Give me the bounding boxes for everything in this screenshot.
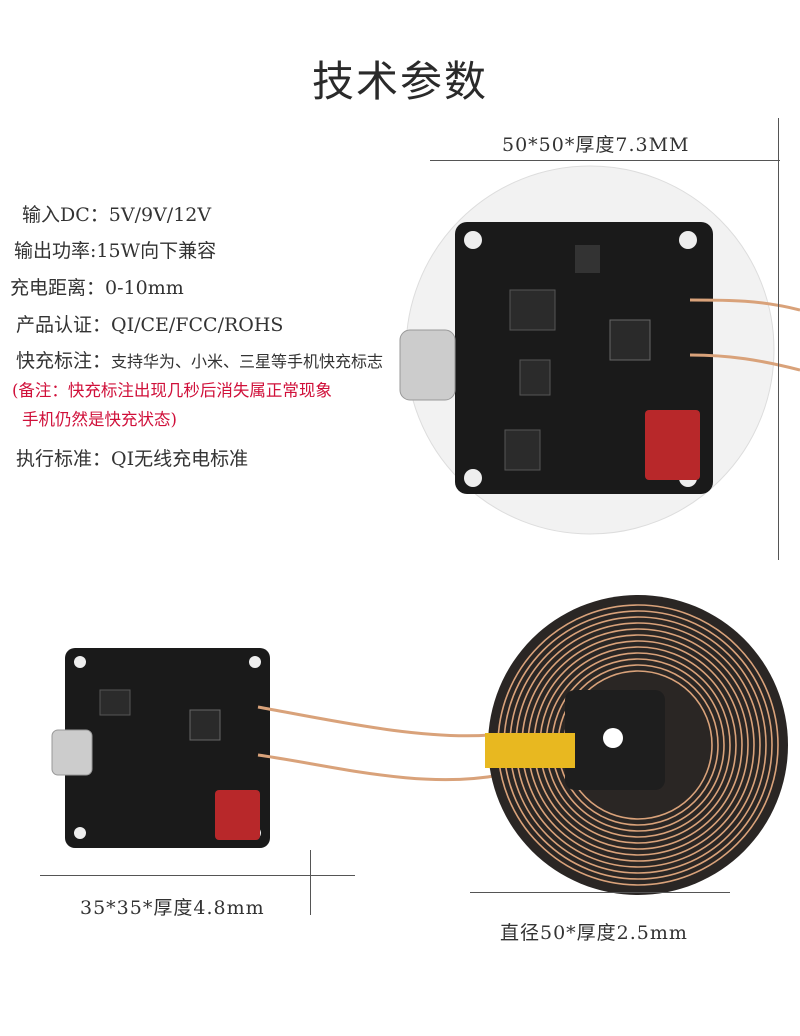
spec-certification: 产品认证：QI/CE/FCC/ROHS	[16, 310, 283, 337]
dimension-line	[430, 160, 780, 161]
kapton-tape	[485, 733, 575, 768]
spec-label: 输入DC：	[22, 204, 109, 226]
dimension-bottom-pcb: 35*35*厚度4.8mm	[80, 897, 265, 919]
spec-value: 0-10mm	[105, 277, 184, 299]
spec-output: 输出功率:15W向下兼容	[14, 236, 216, 263]
spec-label: 输出功率:	[14, 240, 97, 262]
page-title: 技术参数	[311, 57, 488, 106]
spec-label: 执行标准：	[16, 448, 112, 470]
spec-label: 快充标注：	[16, 350, 112, 372]
dimension-line	[310, 850, 311, 915]
spec-value: 5V/9V/12V	[108, 204, 212, 226]
spec-fast-charge: 快充标注：支持华为、小米、三星等手机快充标志	[16, 346, 496, 373]
note-line-1: (备注：快充标注出现几秒后消失属正常现象	[12, 381, 332, 400]
spec-standard: 执行标准：QI无线充电标准	[16, 444, 248, 471]
spec-value: 15W向下兼容	[96, 240, 217, 262]
spec-input: 输入DC：5V/9V/12V	[22, 200, 211, 227]
dimension-line	[778, 118, 779, 560]
spec-label: 充电距离：	[10, 277, 106, 299]
spec-distance: 充电距离：0-10mm	[10, 273, 184, 300]
note-line-2: 手机仍然是快充状态)	[22, 410, 177, 429]
usb-c-port	[399, 329, 456, 401]
spec-value: QI无线充电标准	[111, 448, 249, 470]
dimension-top-module: 50*50*厚度7.3MM	[502, 134, 690, 156]
dimension-coil: 直径50*厚度2.5mm	[500, 922, 688, 944]
spec-value: QI/CE/FCC/ROHS	[111, 314, 284, 336]
spec-value: 支持华为、小米、三星等手机快充标志	[111, 352, 384, 371]
capacitor	[645, 410, 700, 480]
dimension-line	[40, 875, 355, 876]
spec-label: 产品认证：	[16, 314, 112, 336]
dimension-line	[470, 892, 730, 893]
